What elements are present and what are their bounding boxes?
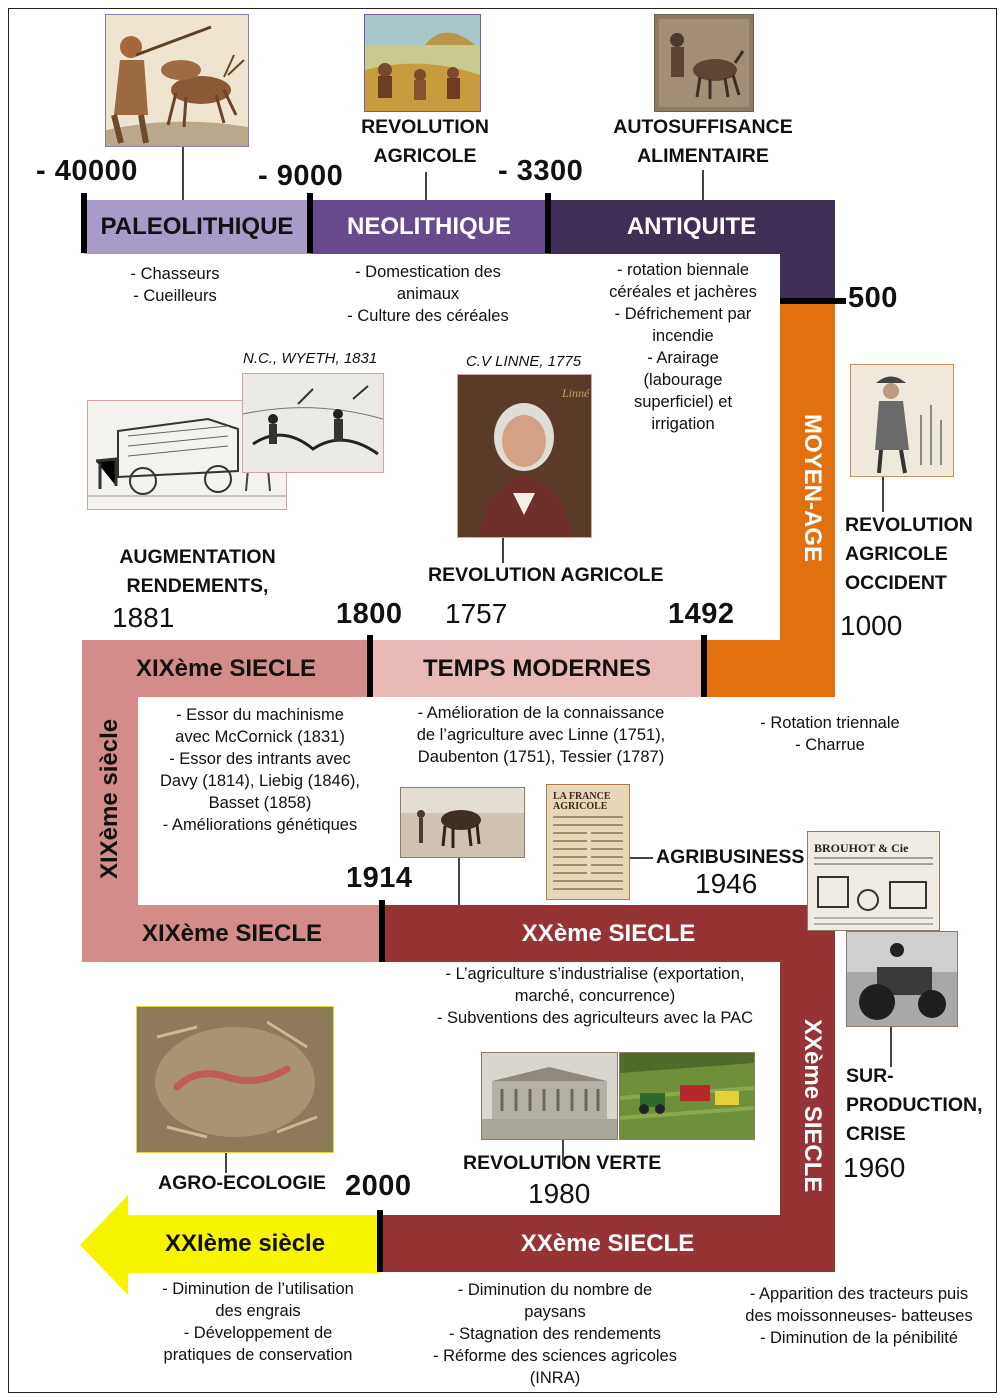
tick-9000 [307,193,313,253]
xxi-arrow [80,1195,380,1295]
newspaper-image: LA FRANCE AGRICOLE [546,784,630,900]
brouhot-advert-image: BROUHOT & Cie [807,831,940,931]
frame [8,8,997,1393]
connector-agro [225,1153,227,1173]
caption-linne: C.V LINNE, 1775 [466,353,582,370]
label-agro-ecologie: AGRO-ECOLOGIE [158,1172,326,1194]
tick-3300 [545,193,551,253]
band-temps-modernes: TEMPS MODERNES [370,640,704,697]
year-40000: - 40000 [36,155,138,187]
band-antiquite-corner [780,254,835,304]
year-1914: 1914 [346,862,413,894]
band-xix-top: XIXème SIECLE [82,640,370,697]
year-500: 500 [848,282,898,314]
year-3300: - 3300 [498,155,584,187]
year-1757: 1757 [445,598,508,629]
connector-autosuffisance [702,170,704,200]
modern-harvest-image [619,1052,755,1140]
year-2000: 2000 [345,1170,412,1202]
connector-paleo [182,147,184,200]
year-1881: 1881 [112,602,175,633]
label-agribusiness: AGRIBUSINESS [656,846,805,868]
linne-portrait-image: Linné [457,374,592,538]
band-xix-bottom: XIXème SIECLE [82,905,382,962]
band-antiquite: ANTIQUITE [548,200,835,254]
tick-1492 [701,635,707,697]
year-1980: 1980 [528,1178,591,1209]
tick-40000 [81,193,87,253]
label-rev-agricole-1757: REVOLUTION AGRICOLE [428,564,664,586]
tick-1800 [367,635,373,697]
xxi-label: XXIème siècle [164,1230,326,1257]
svg-text:LA FRANCE: LA FRANCE [553,791,611,802]
band-moyen-age-horizontal [704,640,835,697]
earthworm-image [136,1006,334,1153]
tick-1914 [379,900,385,962]
xix-vertical-label: XIXème siècle [96,718,123,879]
connector-rev-verte [562,1140,564,1165]
horses-plowing-image [400,787,525,858]
band-moyen-age-vertical [780,304,835,697]
year-1000: 1000 [840,610,903,641]
band-xx-top: XXème SIECLE [382,905,835,962]
medieval-sower-image [850,364,954,477]
tick-500 [780,298,846,304]
inra-building-image [481,1052,618,1140]
tractor-image [846,931,958,1027]
connector-horses [458,858,460,905]
year-9000: - 9000 [258,160,344,192]
connector-rev-agricole [425,172,427,200]
moyen-age-label: MOYEN-AGE [799,414,826,563]
band-xx-bottom: XXème SIECLE [380,1215,835,1272]
notes-paleolithique: - Chasseurs- Cueilleurs [130,265,220,305]
svg-text:AGRICOLE: AGRICOLE [553,801,608,812]
connector-occident [882,477,884,512]
xx-vertical-label: XXème SIECLE [799,1019,826,1193]
neolithic-village-image [364,14,481,112]
connector-surproduction [890,1027,892,1067]
tick-2000 [377,1210,383,1272]
year-1946: 1946 [695,868,758,899]
year-1492: 1492 [668,598,735,630]
year-1800: 1800 [336,598,403,630]
notes-xx-industrialisation: - L’agriculture s’industrialise (exporta… [436,965,754,1027]
antiquity-mosaic-image [654,14,754,112]
band-neolithique: NEOLITHIQUE [310,200,548,254]
band-paleolithique: PALEOLITHIQUE [84,200,310,254]
notes-moyen-age: - Rotation triennale- Charrue [760,714,900,754]
caption-wyeth: N.C., WYETH, 1831 [243,350,378,367]
label-surproduction: SUR-PRODUCTION,CRISE [846,1065,983,1145]
year-1960: 1960 [843,1152,906,1183]
svg-text:BROUHOT & Cie: BROUHOT & Cie [814,841,909,855]
wyeth-harvest-image [242,373,384,473]
hunter-reindeer-image [105,14,249,147]
svg-text:Linné: Linné [561,386,590,400]
connector-linne [502,538,504,563]
